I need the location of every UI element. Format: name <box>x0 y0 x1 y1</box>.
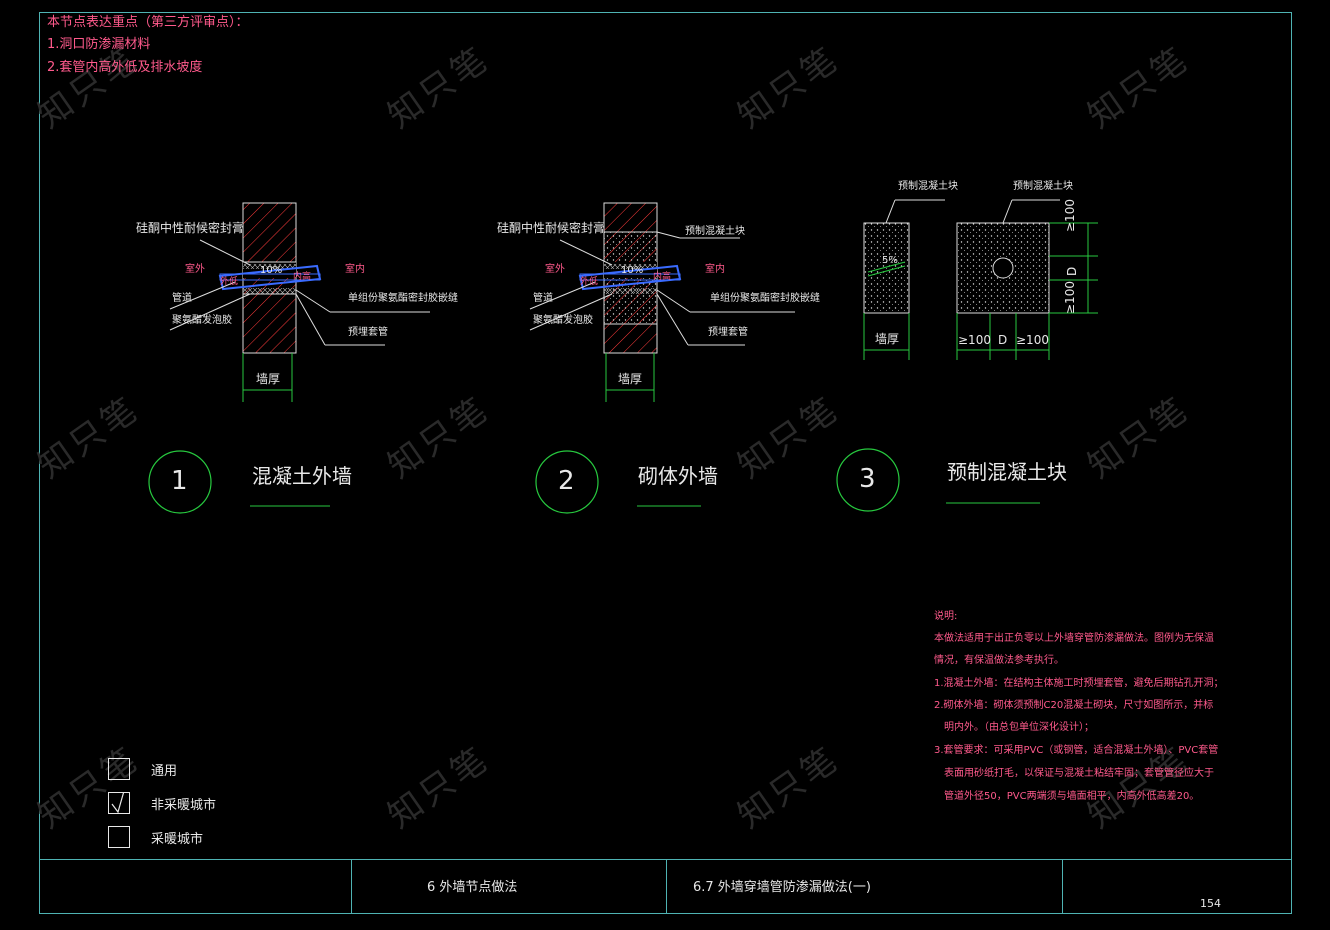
d1-outer-low-label: 外低 <box>220 277 239 287</box>
d1-sleeve-label: 预埋套管 <box>348 327 388 338</box>
explanation-line: 管道外径50，PVC两端须与墙面相平，内高外低高差20。 <box>944 791 1200 802</box>
d2-indoor-label: 室内 <box>705 264 725 275</box>
d3-dim-d: D <box>998 333 1008 347</box>
explanation-line: 本做法适用于出正负零以上外墙穿管防渗漏做法。图例为无保温 <box>934 633 1214 644</box>
explanation-line: 情况，有保温做法参考执行。 <box>934 655 1064 666</box>
explanation-line: 1.混凝土外墙：在结构主体施工时预埋套管，避免后期钻孔开洞； <box>934 678 1224 689</box>
d2-outer-low-label: 外低 <box>580 277 599 287</box>
explanation-line: 2.砌体外墙：砌体须预制C20混凝土砌块，尺寸如图所示，并标 <box>934 700 1214 711</box>
title-block-top-line <box>39 859 1292 860</box>
detail-3-number: 3 <box>859 464 876 494</box>
detail-2-drawing <box>529 202 795 402</box>
d2-foam-rod-label: 单组份聚氨酯密封胶嵌缝 <box>710 293 820 304</box>
title-block-chapter: 6 外墙节点做法 <box>427 880 518 895</box>
notes-item-1: 1.洞口防渗漏材料 <box>47 37 151 52</box>
d1-pu-foam-label: 聚氨酯发泡胶 <box>172 315 232 326</box>
detail-1-circle <box>148 450 212 514</box>
d1-inner-high-label: 内高 <box>293 272 312 282</box>
d2-outdoor-label: 室外 <box>545 264 565 275</box>
d2-sealant-label: 硅酮中性耐候密封膏 <box>497 221 606 235</box>
d3-precast-a-label: 预制混凝土块 <box>898 181 958 192</box>
detail-1-drawing <box>169 202 430 402</box>
detail-2-name: 砌体外墙 <box>638 464 718 488</box>
checkbox-heating-label: 采暖城市 <box>151 832 204 847</box>
d1-slope-label: 10% <box>260 265 283 276</box>
d1-wall-thk-label: 墙厚 <box>256 372 281 386</box>
d2-slope-label: 10% <box>621 265 644 276</box>
checkbox-heating[interactable] <box>108 826 130 848</box>
d2-sleeve-label: 预埋套管 <box>708 327 748 338</box>
d2-inner-high-label: 内高 <box>653 272 672 282</box>
d2-pu-foam-label: 聚氨酯发泡胶 <box>533 315 593 326</box>
explanation-line: 3.套管要求：可采用PVC（或钢管，适合混凝土外墙）、PVC套管 <box>934 745 1219 756</box>
detail-1-name: 混凝土外墙 <box>252 464 352 488</box>
d3-dim-bottom: ≥100 <box>1063 281 1077 314</box>
d2-precast-label: 预制混凝土块 <box>685 226 745 237</box>
d1-pipe-label: 管道 <box>172 293 192 304</box>
notes-item-2: 2.套管内高外低及排水坡度 <box>47 60 203 75</box>
d3-dim-top: ≥100 <box>1063 199 1077 232</box>
d1-foam-rod-label: 单组份聚氨酯密封胶嵌缝 <box>348 293 458 304</box>
d3-precast-b-label: 预制混凝土块 <box>1013 181 1073 192</box>
explanation-line: 明内外。（由总包单位深化设计）； <box>944 722 1094 733</box>
explanation-line: 表面用砂纸打毛，以保证与混凝土粘结牢固；套管管径应大于 <box>944 768 1214 779</box>
d1-indoor-label: 室内 <box>345 264 365 275</box>
checkbox-non-heating[interactable] <box>108 792 130 814</box>
title-block-section: 6.7 外墙穿墙管防渗漏做法(一) <box>693 880 871 895</box>
d2-pipe-label: 管道 <box>533 293 553 304</box>
d1-outdoor-label: 室外 <box>185 264 205 275</box>
d3-wall-thk-label: 墙厚 <box>875 332 900 346</box>
checkbox-general[interactable] <box>108 758 130 780</box>
notes-title: 本节点表达重点（第三方评审点）： <box>47 15 249 30</box>
check-mark-icon <box>111 793 125 814</box>
title-block-divider <box>351 859 352 914</box>
d3-slope-label: 5% <box>882 255 898 266</box>
detail-3-name: 预制混凝土块 <box>947 460 1067 484</box>
detail-3-circle <box>836 448 900 512</box>
d1-sealant-label: 硅酮中性耐候密封膏 <box>136 221 245 235</box>
title-block-divider <box>1062 859 1063 914</box>
d2-wall-thk-label: 墙厚 <box>618 372 643 386</box>
title-block-divider <box>666 859 667 914</box>
checkbox-non-heating-label: 非采暖城市 <box>151 798 217 813</box>
d3-dim-right: ≥100 <box>1016 333 1049 347</box>
d3-dim-left: ≥100 <box>958 333 991 347</box>
detail-3-drawing <box>863 199 1098 360</box>
detail-2-number: 2 <box>558 466 575 496</box>
drawing-frame <box>39 12 1292 914</box>
detail-1-number: 1 <box>171 466 188 496</box>
d3-dim-mid-d: D <box>1065 266 1079 276</box>
explanation-title: 说明: <box>934 611 958 622</box>
detail-2-circle <box>535 450 599 514</box>
title-block-page-number: 154 <box>1200 897 1221 910</box>
checkbox-general-label: 通用 <box>151 764 178 779</box>
